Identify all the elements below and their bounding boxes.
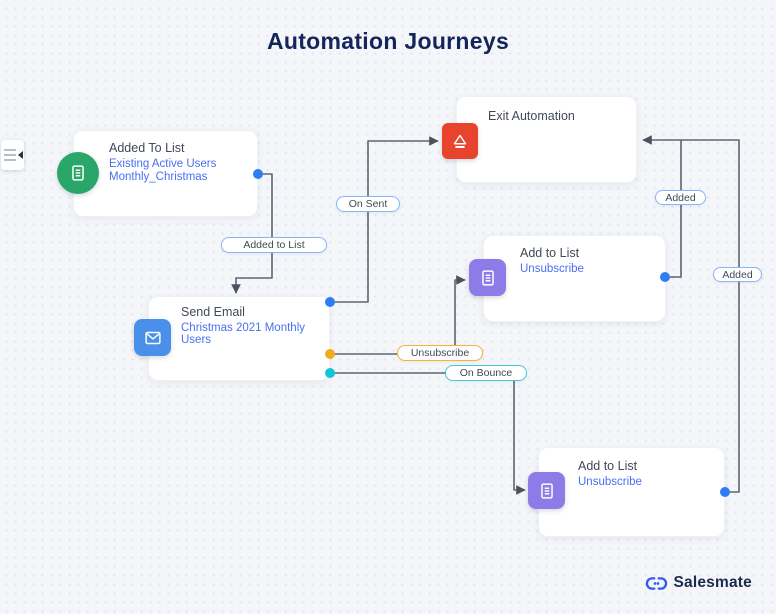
node-add-to-list-2[interactable]: Add to List Unsubscribe: [528, 447, 725, 537]
node-exit-automation[interactable]: Exit Automation: [442, 96, 637, 183]
node-title: Added To List: [109, 141, 185, 155]
port-added-2[interactable]: [720, 487, 730, 497]
edge-on-bounce: [330, 372, 526, 495]
node-title: Exit Automation: [488, 109, 575, 123]
edge-label-unsubscribe[interactable]: Unsubscribe: [397, 345, 483, 361]
port-on-sent[interactable]: [325, 297, 335, 307]
edge-label-on-sent[interactable]: On Sent: [336, 196, 400, 212]
caret-left-icon: [18, 151, 23, 159]
salesmate-chain-icon: [645, 576, 667, 590]
node-added-to-list[interactable]: Added To List Existing Active Users Mont…: [57, 130, 258, 217]
page-title: Automation Journeys: [266, 28, 510, 54]
node-list-link[interactable]: Unsubscribe: [520, 263, 584, 275]
node-add-to-list-1[interactable]: Add to List Unsubscribe: [469, 235, 666, 322]
node-email-link[interactable]: Christmas 2021 Monthly Users: [181, 322, 305, 346]
brand-logo: Salesmate: [645, 574, 753, 592]
list-icon: [528, 472, 565, 509]
hamburger-icon: [4, 149, 16, 161]
list-icon: [469, 259, 506, 296]
node-list-link[interactable]: Unsubscribe: [578, 476, 642, 488]
list-icon: [57, 152, 99, 194]
node-title: Add to List: [520, 246, 580, 260]
edge-unsubscribe: [330, 275, 466, 355]
email-icon: [134, 319, 171, 356]
node-list-link[interactable]: Monthly_Christmas: [109, 171, 208, 183]
edge-label-added-to-list[interactable]: Added to List: [221, 237, 327, 253]
node-title: Send Email: [181, 305, 245, 319]
node-list-link[interactable]: Existing Active Users: [109, 158, 217, 170]
port-unsubscribe[interactable]: [325, 349, 335, 359]
port-on-bounce[interactable]: [325, 368, 335, 378]
edge-added-1: [642, 135, 682, 278]
edge-label-added-1[interactable]: Added: [655, 190, 706, 205]
node-title: Add to List: [578, 459, 638, 473]
port-added-1[interactable]: [660, 272, 670, 282]
edge-on-sent: [330, 136, 439, 303]
exit-icon: [442, 123, 478, 159]
edge-label-on-bounce[interactable]: On Bounce: [445, 365, 527, 381]
panel-collapse-button[interactable]: [1, 140, 24, 170]
edge-added-2: [681, 139, 740, 493]
edge-label-added-2[interactable]: Added: [713, 267, 762, 282]
edge-added-to-list: [231, 173, 273, 294]
brand-name: Salesmate: [673, 574, 752, 591]
node-send-email[interactable]: Send Email Christmas 2021 Monthly Users: [134, 296, 330, 381]
port-added-to-list[interactable]: [253, 169, 263, 179]
